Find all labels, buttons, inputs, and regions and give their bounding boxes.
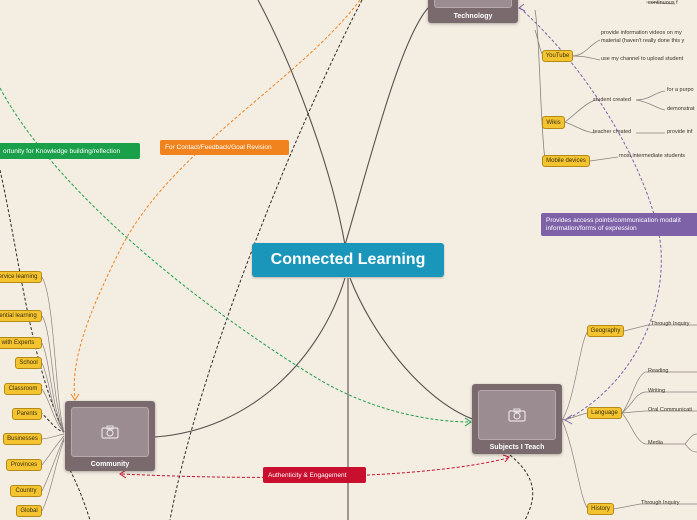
branch-line xyxy=(349,277,476,421)
community-item[interactable]: Classroom xyxy=(4,383,42,395)
history-node[interactable]: History xyxy=(587,503,614,515)
wiki-leaf: for a purpo xyxy=(667,87,694,93)
knowledge-building-tag[interactable]: ortunity for Knowledge building/reflecti… xyxy=(0,143,140,159)
wiki-leaf: demonstrat xyxy=(667,106,695,112)
community-item[interactable]: ential learning xyxy=(0,310,42,322)
tech-leaf: continuous f xyxy=(648,0,678,6)
geography-leaf: Through Inquiry xyxy=(651,321,690,327)
community-hub-label: Community xyxy=(90,461,130,468)
language-leaf: Reading xyxy=(648,368,669,374)
wiki-leaf: student created xyxy=(593,97,631,103)
community-item[interactable]: Provinces xyxy=(6,459,42,471)
community-item[interactable]: Businesses xyxy=(3,433,42,445)
authenticity-engagement-tag[interactable]: Authenticity & Engagement xyxy=(263,467,366,483)
geography-node[interactable]: Geography xyxy=(587,325,624,337)
purple-connector xyxy=(519,7,662,421)
branch-line xyxy=(154,277,346,438)
central-topic[interactable]: Connected Learning xyxy=(252,243,444,277)
history-leaf: Through Inquiry xyxy=(641,500,680,506)
subjects-hub-label: Subjects I Teach xyxy=(489,444,545,451)
wiki-leaf: provide inf xyxy=(667,129,693,135)
branch-line xyxy=(344,7,429,246)
wikis-node[interactable]: Wikis xyxy=(542,116,565,129)
community-item[interactable]: Global xyxy=(16,505,42,517)
community-item[interactable]: School xyxy=(15,357,42,369)
wiki-leaf: teacher created xyxy=(593,129,632,135)
red-connector xyxy=(121,457,509,478)
youtube-leaf: provide information videos on my xyxy=(601,30,682,36)
subjects-image-placeholder xyxy=(478,390,556,440)
mobile-devices-node[interactable]: Mobile devices xyxy=(542,155,590,167)
access-points-tag[interactable]: Provides access points/communication mod… xyxy=(541,213,697,236)
language-node[interactable]: Language xyxy=(587,407,622,419)
language-leaf: Writing xyxy=(648,388,666,394)
camera-icon xyxy=(101,425,119,439)
subjects-hub[interactable]: Subjects I Teach xyxy=(472,384,562,454)
branch-line xyxy=(257,0,346,246)
mobile-leaf: most intermediate students xyxy=(619,153,686,159)
dashed-connector xyxy=(69,469,91,520)
technology-image-placeholder xyxy=(434,0,512,8)
orange-connector xyxy=(73,0,361,399)
language-leaf: Media xyxy=(648,440,663,446)
dashed-connector xyxy=(0,169,65,433)
youtube-node[interactable]: YouTube xyxy=(542,50,573,62)
youtube-leaf: use my channel to upload student xyxy=(601,56,684,62)
contact-feedback-tag[interactable]: For Contact/Feedback/Goal Revision xyxy=(160,140,289,155)
community-image-placeholder xyxy=(71,407,149,457)
language-leaf: Oral Communicati xyxy=(648,407,693,413)
dashed-connector xyxy=(39,411,65,433)
technology-hub-label: Technology xyxy=(453,13,493,20)
green-connector xyxy=(0,87,471,423)
community-item[interactable]: Country xyxy=(10,485,42,497)
community-item[interactable]: ervice learning xyxy=(0,271,42,283)
dashed-connector xyxy=(509,454,534,520)
camera-icon xyxy=(508,408,526,422)
youtube-leaf: material (haven't really done this y xyxy=(601,38,685,44)
community-item[interactable]: Parents xyxy=(12,408,42,420)
community-item[interactable]: with Experts xyxy=(0,337,42,349)
community-hub[interactable]: Community xyxy=(65,401,155,471)
